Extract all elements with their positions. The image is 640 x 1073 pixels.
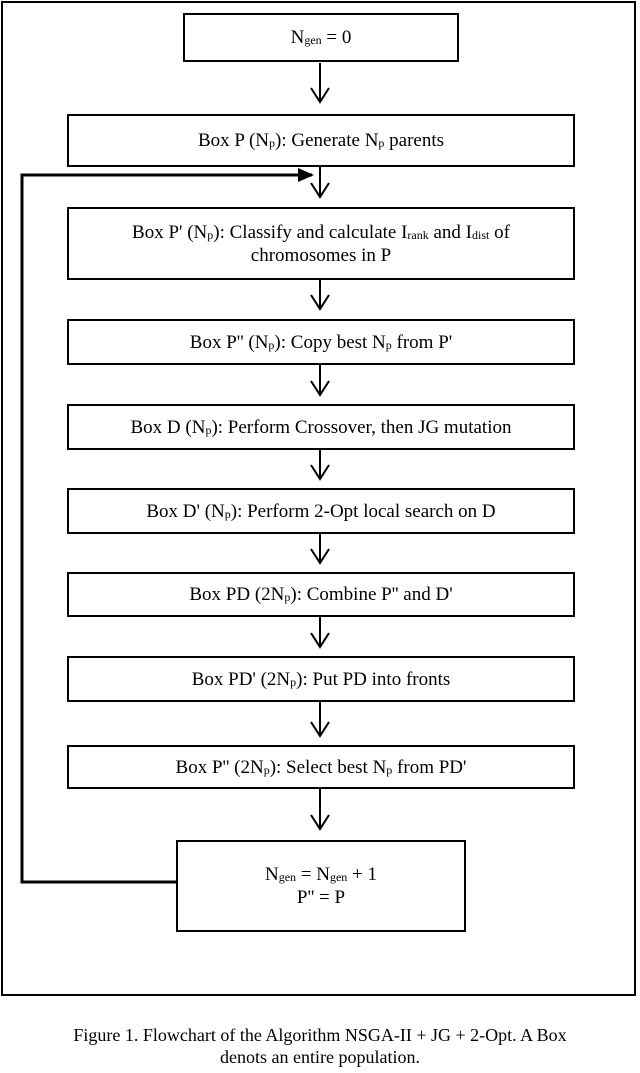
box-d-text-2: ): Perform Crossover, then JG mutation <box>211 416 512 438</box>
box-pd1-sub-1: p <box>290 674 297 689</box>
update-text-2: = N <box>296 864 330 885</box>
box-p-sub-1: p <box>269 136 276 150</box>
box-p1-line-1: Box P' (Np): Classify and calculate Iran… <box>132 221 510 244</box>
box-p3-select-best: Box P'' (2Np): Select best Np from PD' <box>67 745 575 789</box>
box-p-text-2: ): Generate N <box>275 130 379 151</box>
update-line-1: Ngen = Ngen + 1 <box>265 863 377 886</box>
box-p1-text-2: ): Classify and calculate I <box>213 221 408 243</box>
ngen-subscript: gen <box>304 33 322 47</box>
box-p1-classify: Box P' (Np): Classify and calculate Iran… <box>67 207 575 280</box>
box-p3-sub-1: p <box>263 762 270 777</box>
box-p1-text-4: of <box>489 221 510 243</box>
box-p3-text-3: from PD' <box>392 756 467 778</box>
box-d-crossover: Box D (Np): Perform Crossover, then JG m… <box>67 404 575 450</box>
box-d1-local-search: Box D' (Np): Perform 2-Opt local search … <box>67 488 575 534</box>
box-d1-text-1: Box D' (N <box>146 500 225 522</box>
box-pd1-fronts: Box PD' (2Np): Put PD into fronts <box>67 656 575 702</box>
box-d1-text-2: ): Perform 2-Opt local search on D <box>230 500 496 522</box>
box-p2-text-1: Box P'' (N <box>189 331 269 353</box>
box-p1-sub-2: rank <box>407 227 429 242</box>
box-pd1-text-1: Box PD' (2N <box>191 668 291 690</box>
box-p1-sub-3: dist <box>472 227 490 242</box>
update-sub-2: gen <box>329 870 348 884</box>
box-p3-sub-2: p <box>386 762 393 777</box>
box-p2-sub-2: p <box>385 337 392 352</box>
box-d1-sub-1: p <box>224 506 231 521</box>
box-d-text-1: Box D (N <box>130 416 206 438</box>
box-d-sub-1: p <box>205 422 212 437</box>
box-p1-line-2: chromosomes in P <box>250 244 392 266</box>
box-p-sub-2: p <box>378 136 385 150</box>
caption-line-1: Figure 1. Flowchart of the Algorithm NSG… <box>73 1025 567 1045</box>
box-p1-sub-1: p <box>207 227 214 242</box>
box-p2-text-3: from P' <box>391 331 453 353</box>
box-p1-text-3: and I <box>428 221 473 243</box>
box-p3-text-1: Box P'' (2N <box>175 756 264 778</box>
box-init-ngen: Ngen = 0 <box>183 13 459 62</box>
box-p2-sub-1: p <box>268 337 275 352</box>
box-p-text-3: parents <box>384 130 445 151</box>
box-pd-text-1: Box PD (2N <box>189 584 285 605</box>
box-p-generate-parents: Box P (Np): Generate Np parents <box>67 114 575 167</box>
update-text-3: + 1 <box>347 864 378 885</box>
box-pd-combine: Box PD (2Np): Combine P'' and D' <box>67 572 575 617</box>
update-line-2: P'' = P <box>296 887 346 908</box>
box-pd1-text-2: ): Put PD into fronts <box>296 668 451 690</box>
box-p-text-1: Box P (N <box>197 130 270 151</box>
figure-caption: Figure 1. Flowchart of the Algorithm NSG… <box>0 1024 640 1068</box>
update-sub-1: gen <box>278 870 297 884</box>
box-p3-text-2: ): Select best N <box>269 756 387 778</box>
box-p2-text-2: ): Copy best N <box>274 331 386 353</box>
diagram-frame <box>1 1 636 996</box>
box-pd-text-2: ): Combine P'' and D' <box>290 584 453 605</box>
caption-line-2: denots an entire population. <box>220 1047 420 1067</box>
ngen-value: = 0 <box>321 27 352 48</box>
box-update-generation: Ngen = Ngen + 1 P'' = P <box>176 840 466 932</box>
ngen-label: N <box>290 27 305 48</box>
update-text-1: N <box>264 864 279 885</box>
box-p2-copy-best: Box P'' (Np): Copy best Np from P' <box>67 319 575 365</box>
box-pd-sub-1: p <box>284 590 291 604</box>
box-p1-text-1: Box P' (N <box>132 221 208 243</box>
